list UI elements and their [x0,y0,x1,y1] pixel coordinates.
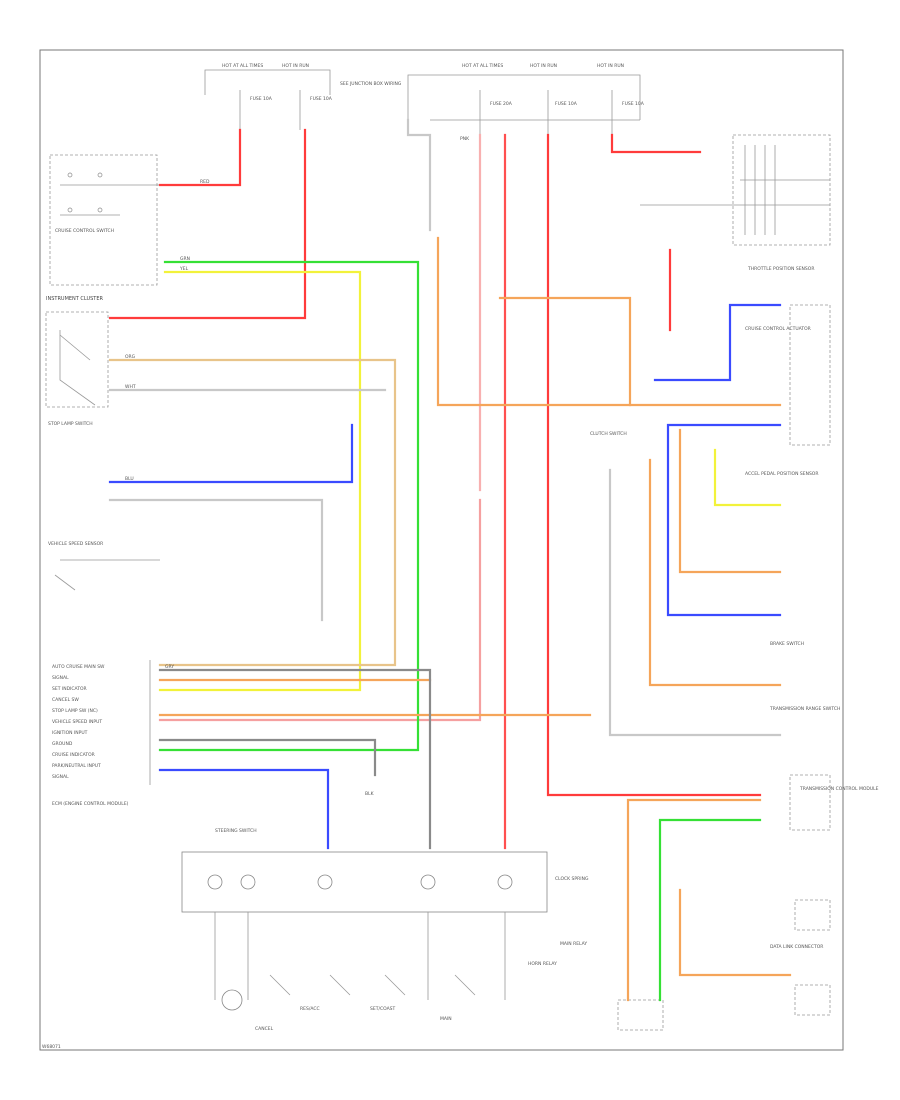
wires [108,118,792,1002]
fuse-3-label: FUSE 20A [490,101,513,107]
vss-label: VEHICLE SPEED SENSOR [48,541,103,547]
wire-green-2 [658,818,762,1002]
footer-code: W68071 [42,1044,61,1050]
wire-label-pnk-1: PNK [460,136,470,142]
wire-label-grn-1: GRN [180,256,190,262]
wire-gray-1 [158,668,432,850]
wire-tan-1 [108,358,397,667]
horn-relay-label: HORN RELAY [528,961,557,967]
ecm-pin-2: SIGNAL [52,675,69,681]
diagram-frame [39,49,844,1051]
ecm-pin-11: SIGNAL [52,774,69,780]
wire-gray-4 [608,468,782,737]
fuse-box-left-label: HOT AT ALL TIMES [222,63,263,69]
wire-orange-7 [678,888,792,977]
cruise-actuator: CRUISE CONTROL ACTUATOR CLUTCH SWITCH AC… [590,304,840,712]
wire-blue-1 [108,423,354,484]
ecm-pin-1: AUTO CRUISE MAIN SW [52,664,105,670]
junction-note: SEE JUNCTION BOX WIRING [340,81,402,87]
fuse-1-label: FUSE 10A [250,96,273,102]
wire-blue-2 [158,768,330,850]
wire-yellow-2 [713,448,782,507]
wire-label-org-1: ORG [125,354,136,360]
ecm-label: ECM (ENGINE CONTROL MODULE) [52,801,129,807]
ecm-pin-7: IGNITION INPUT [52,730,88,736]
clock-spring-block: STEERING SWITCH CLOCK SPRING CANCEL RES/… [181,828,664,1032]
tcm-block: TRANSMISSION CONTROL MODULE [789,774,879,831]
tcm-label: TRANSMISSION CONTROL MODULE [799,786,879,792]
fuse-2-label: FUSE 10A [310,96,333,102]
ecm-pin-4: CANCEL SW [52,697,79,703]
instrument-cluster: INSTRUMENT CLUSTER [45,296,109,408]
cruise-switch-label: CRUISE CONTROL SWITCH [55,228,114,234]
clutch-switch-label: CLUTCH SWITCH [590,431,627,437]
wire-yellow-1 [158,270,362,692]
fuse-4-label: FUSE 10A [555,101,578,107]
cruise-switch-box: CRUISE CONTROL SWITCH [49,154,160,286]
wire-gray-3 [406,118,432,232]
stop-lamp-switch: STOP LAMP SWITCH [48,421,93,427]
wire-red-8 [158,498,482,722]
clock-spring-label: CLOCK SPRING [555,876,589,882]
set-label: SET/COAST [370,1006,396,1012]
fuse-box-left: HOT AT ALL TIMES HOT IN RUN FUSE 10A FUS… [204,63,402,130]
fuse-box-left-label-2: HOT IN RUN [282,63,309,69]
fuse-box-mid-label-3: HOT IN RUN [597,63,624,69]
actuator-label: CRUISE CONTROL ACTUATOR [745,326,811,332]
main-relay-label: MAIN RELAY [560,941,587,947]
wire-orange-3 [498,296,632,407]
wire-label-wht-1: WHT [125,384,136,390]
wire-green-1 [158,260,420,752]
wire-orange-4 [678,428,782,574]
wire-red-4 [610,133,702,154]
wire-blue-3 [653,303,782,382]
fuse-box-mid: HOT AT ALL TIMES HOT IN RUN HOT IN RUN F… [407,63,645,135]
fuse-5-label: FUSE 10A [622,101,645,107]
ecm-pin-3: SET INDICATOR [52,686,87,692]
main-label: MAIN [440,1016,452,1022]
steering-switch-label: STEERING SWITCH [215,828,257,834]
wire-red-1 [158,128,242,187]
ecm-pin-8: GROUND [52,741,73,747]
resume-label: RES/ACC [300,1006,320,1012]
instrument-cluster-label: INSTRUMENT CLUSTER [46,296,104,302]
cancel-label: CANCEL [255,1026,274,1032]
fuse-box-mid-label: HOT AT ALL TIMES [462,63,503,69]
wire-blue-4 [666,423,782,617]
ecm-pin-10: PARK/NEUTRAL INPUT [52,763,101,769]
wire-label-red-1: RED [200,179,210,185]
throttle-position-sensor: THROTTLE POSITION SENSOR [640,134,831,272]
accel-sensor-label: ACCEL PEDAL POSITION SENSOR [745,471,818,477]
wire-gray-6 [108,498,324,622]
stop-lamp-label: STOP LAMP SWITCH [48,421,93,427]
wire-orange-6 [626,798,762,1002]
range-switch-label: TRANSMISSION RANGE SWITCH [769,706,840,712]
ecm-pin-5: STOP LAMP SW (NC) [52,708,98,714]
ecm-block: AUTO CRUISE MAIN SW SIGNAL SET INDICATOR… [52,660,151,807]
wire-orange-1 [436,236,782,407]
wire-labels: RED GRN YEL ORG BLU GRY BLK WHT PNK [125,136,470,797]
wire-label-gry-1: GRY [165,664,174,670]
ecm-pin-6: VEHICLE SPEED INPUT [52,719,102,725]
wire-orange-5 [648,458,782,687]
dlc-label: DATA LINK CONNECTOR [770,944,823,950]
vehicle-speed-sensor: VEHICLE SPEED SENSOR [48,541,160,591]
wire-gray-2 [158,738,377,777]
wire-label-yel-1: YEL [179,266,189,272]
data-link-connector: DATA LINK CONNECTOR [770,899,831,1016]
tps-label: THROTTLE POSITION SENSOR [747,266,814,272]
wire-label-blu-1: BLU [125,476,134,482]
ecm-pin-9: CRUISE INDICATOR [52,752,95,758]
brake-switch-label: BRAKE SWITCH [770,641,804,647]
wire-red-3 [546,133,762,797]
wire-label-blk-1: BLK [365,791,375,797]
wire-red-2 [108,128,307,320]
fuse-box-mid-label-2: HOT IN RUN [530,63,557,69]
